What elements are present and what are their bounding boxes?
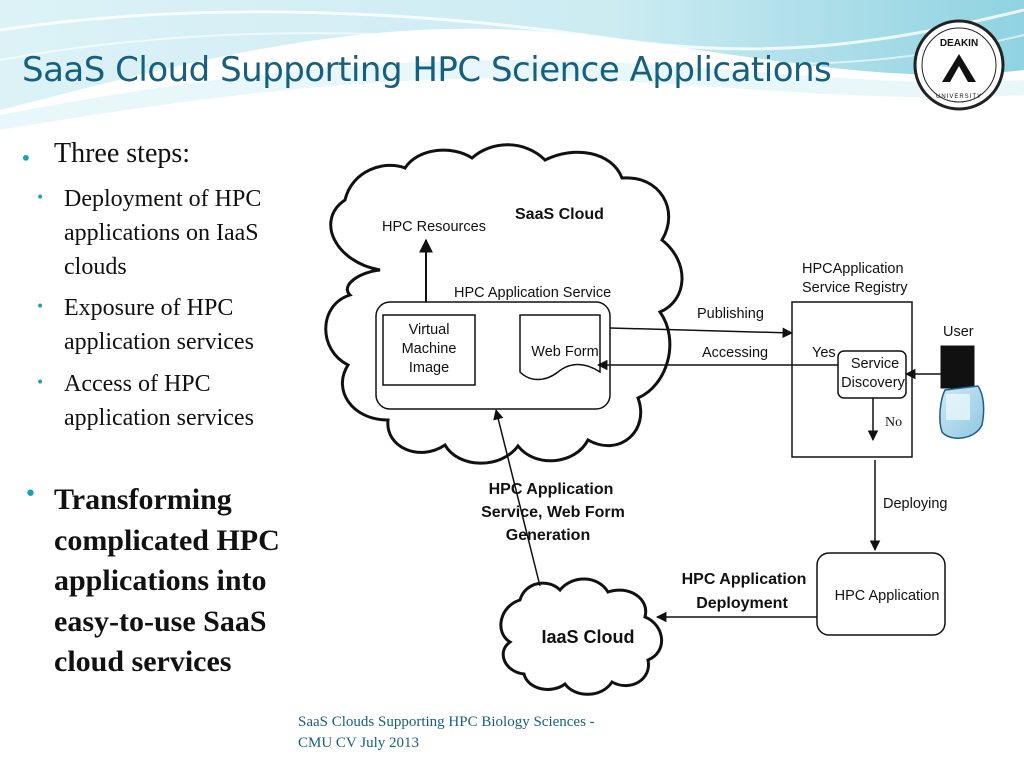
- hpc-application-label: HPC Application: [835, 588, 940, 604]
- generation-label-line3: Generation: [506, 527, 590, 544]
- generation-label-line1: HPC Application: [489, 481, 614, 498]
- deployment-label-line2: Deployment: [696, 595, 788, 612]
- deploying-label: Deploying: [883, 496, 948, 512]
- saas-cloud-label: SaaS Cloud: [515, 206, 604, 223]
- user-icon-screen: [940, 345, 975, 389]
- service-discovery-label-line1: Service: [851, 356, 899, 372]
- web-form-label: Web Form: [531, 344, 598, 360]
- sub-bullet-icon: •: [36, 190, 45, 206]
- sub-bullet-icon: •: [36, 375, 45, 391]
- iaas-cloud-label: IaaS Cloud: [541, 627, 634, 647]
- vm-image-label-line1: Virtual: [409, 322, 450, 338]
- deakin-university-logo: DEAKIN UNIVERSITY: [913, 19, 1005, 111]
- hpc-application-box: [816, 552, 946, 636]
- generation-label-line2: Service, Web Form: [481, 504, 625, 521]
- iaas-cloud-shape: [499, 577, 664, 696]
- deployment-label-line1: HPC Application: [682, 571, 807, 588]
- footer-citation: SaaS Clouds Supporting HPC Biology Scien…: [298, 714, 595, 751]
- svg-text:UNIVERSITY: UNIVERSITY: [936, 94, 982, 100]
- vm-image-label-line3: Image: [409, 360, 449, 376]
- yes-label: Yes: [812, 345, 836, 361]
- iaas-to-saas-arrow: [493, 408, 541, 587]
- registry-label-line1: HPCApplication: [802, 261, 904, 277]
- no-label: No: [885, 415, 902, 430]
- sub-bullet-exposure: Exposure of HPC application services: [64, 295, 254, 355]
- registry-label-line2: Service Registry: [802, 280, 908, 296]
- sub-bullet-deployment: Deployment of HPC applications on IaaS c…: [64, 186, 262, 280]
- user-label: User: [943, 324, 974, 340]
- slide-title: SaaS Cloud Supporting HPC Science Applic…: [22, 50, 832, 90]
- publishing-label: Publishing: [697, 306, 764, 322]
- publishing-arrow: [609, 327, 794, 338]
- sub-bullet-access: Access of HPC application services: [64, 371, 254, 431]
- bullet-three-steps: Three steps:: [54, 138, 191, 169]
- svg-text:DEAKIN: DEAKIN: [940, 38, 978, 49]
- bullet-icon: •: [20, 146, 32, 170]
- user-icon-highlight: [946, 394, 970, 420]
- accessing-label: Accessing: [702, 345, 768, 361]
- header-wave-background: [0, 0, 1024, 130]
- vm-image-label-line2: Machine: [402, 341, 457, 357]
- service-discovery-label-line2: Discovery: [841, 375, 905, 391]
- hpc-resources-label: HPC Resources: [382, 219, 486, 235]
- hpc-application-service-label: HPC Application Service: [454, 285, 611, 301]
- virtual-machine-image-box: [382, 314, 476, 386]
- bullet-transforming: Transforming complicated HPC application…: [54, 483, 280, 678]
- sub-bullet-icon: •: [36, 299, 45, 315]
- web-form-document-shape: [519, 314, 601, 381]
- bullet-icon: •: [24, 482, 37, 507]
